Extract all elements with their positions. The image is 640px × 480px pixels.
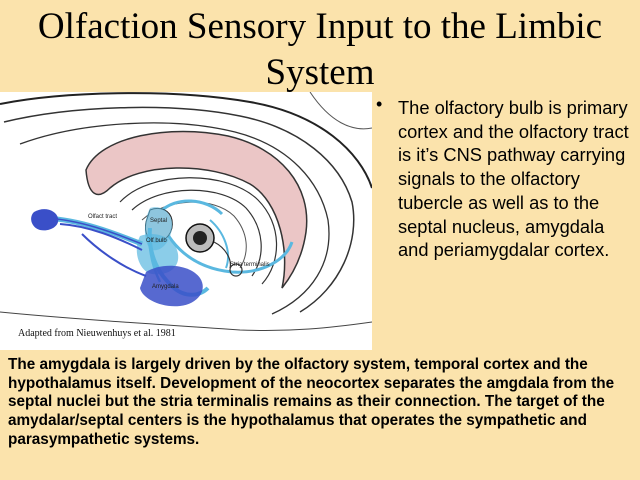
brain-sagittal-drawing: Olfact tract Olf bulb Amygdala Stria ter… xyxy=(0,92,372,332)
title-line-1: Olfaction Sensory Input to the Limbic xyxy=(37,6,603,47)
corpus-callosum xyxy=(85,130,308,289)
label-amygdala: Amygdala xyxy=(152,284,179,290)
label-olfact-tract: Olfact tract xyxy=(88,214,117,220)
label-olf-bulb: Olf bulb xyxy=(146,238,167,244)
slide-title: Olfaction Sensory Input to the Limbic Sy… xyxy=(0,4,640,96)
limbic-diagram: Olfact tract Olf bulb Amygdala Stria ter… xyxy=(0,92,372,350)
olfactory-tubercle-region xyxy=(136,234,179,275)
title-line-2: System xyxy=(265,52,375,93)
amygdala-region xyxy=(140,265,203,307)
bullet-marker: • xyxy=(376,94,383,114)
bullet-item: The olfactory bulb is primary cortex and… xyxy=(398,97,629,261)
label-stria-terminalis: Stria terminalis xyxy=(230,262,270,268)
bottom-paragraph: The amygdala is largely driven by the ol… xyxy=(8,356,615,448)
figure-credit: Adapted from Nieuwenhuys et al. 1981 xyxy=(18,328,176,339)
olfactory-bulb-shape xyxy=(31,209,59,231)
label-septal: Septal xyxy=(150,218,167,224)
